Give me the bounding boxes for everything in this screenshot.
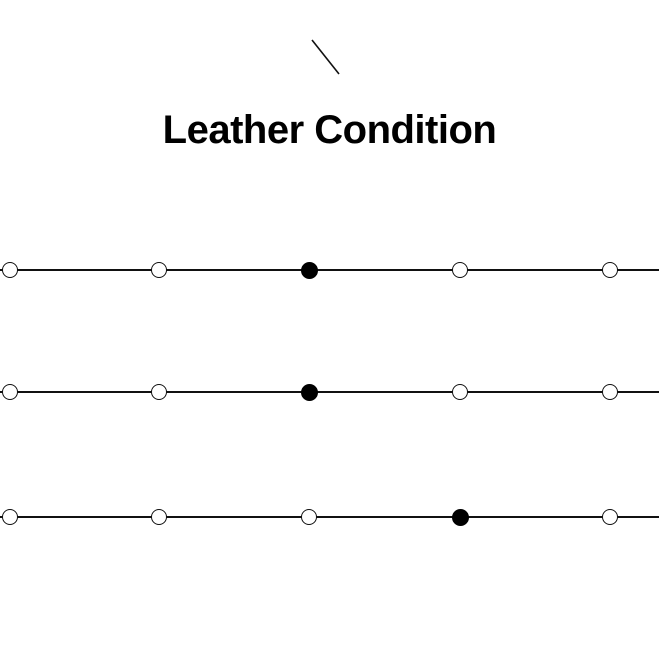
rating-option[interactable]: [151, 262, 167, 278]
rating-option[interactable]: [2, 509, 18, 525]
rating-row-2: [0, 377, 659, 407]
rating-option[interactable]: [602, 509, 618, 525]
rating-row-1: [0, 255, 659, 285]
rating-option[interactable]: [301, 509, 317, 525]
rating-option[interactable]: [2, 384, 18, 400]
rating-option[interactable]: [2, 262, 18, 278]
rating-track: [0, 516, 659, 518]
rating-option[interactable]: [151, 509, 167, 525]
slash-icon: [311, 39, 340, 75]
rating-option-selected[interactable]: [300, 261, 318, 279]
page-title: Leather Condition: [162, 108, 497, 152]
rating-option[interactable]: [602, 262, 618, 278]
rating-option[interactable]: [452, 384, 468, 400]
rating-option[interactable]: [602, 384, 618, 400]
rating-option[interactable]: [452, 262, 468, 278]
rating-row-3: [0, 502, 659, 532]
rating-option-selected[interactable]: [451, 508, 469, 526]
rating-option-selected[interactable]: [300, 383, 318, 401]
rating-track: [0, 391, 659, 393]
rating-option[interactable]: [151, 384, 167, 400]
rating-track: [0, 269, 659, 271]
